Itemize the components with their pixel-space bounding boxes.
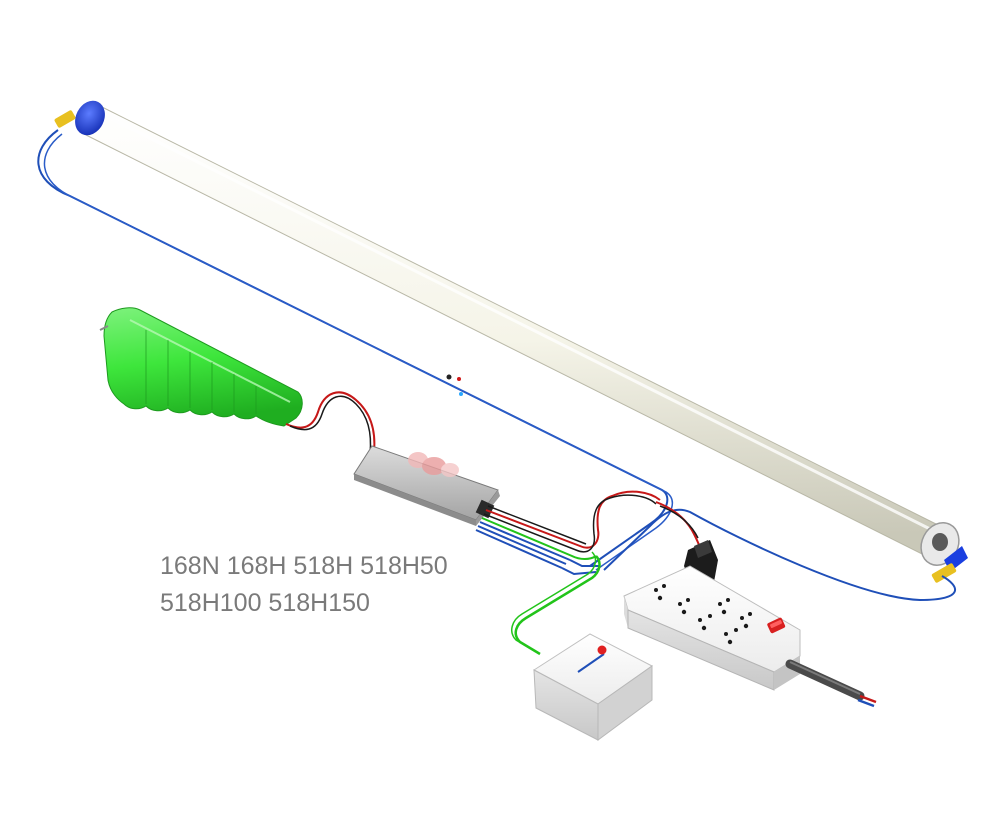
driver-label: [408, 452, 459, 477]
battery-pack: [99, 307, 303, 427]
tube-left-end-cap: [54, 100, 105, 136]
left-pin: [54, 110, 76, 128]
switch-wire: [514, 555, 601, 656]
tube-body: [79, 103, 949, 559]
right-pin: [931, 563, 957, 583]
tube-right-end-cap: [920, 522, 968, 583]
model-list-line-1: 168N 168H 518H 518H50: [160, 552, 448, 580]
strip-cord: [785, 659, 877, 708]
emergency-driver: [353, 445, 500, 526]
tube-lamp: [54, 100, 968, 583]
strip-red-switch: [767, 617, 786, 634]
switch-indicator: [597, 645, 607, 655]
power-strip: [623, 565, 877, 708]
model-list-line-2: 518H100 518H150: [160, 589, 370, 617]
battery-wires: [285, 391, 376, 455]
driver-output-wires: [475, 490, 661, 576]
switch-box-right: [597, 665, 653, 741]
battery-body: [103, 307, 303, 427]
socket-holes: [654, 584, 752, 645]
test-switch-box: [533, 633, 653, 741]
strip-side-left: [624, 596, 628, 628]
